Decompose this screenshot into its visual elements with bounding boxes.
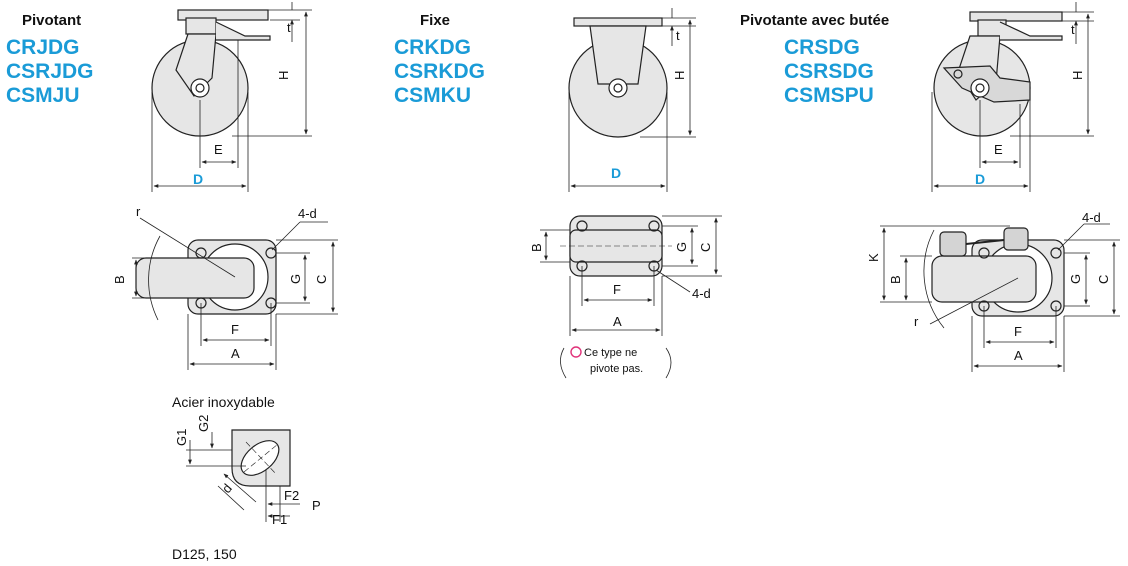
brake-dim-D: D [975,171,985,187]
swivel-code-2: CSRJDG [6,60,94,83]
brake-dim-F: F [1014,324,1022,339]
stainless-dim-P: P [312,498,321,513]
swivel-dim-A: A [231,346,240,361]
swivel-plan-view [132,217,338,370]
fixed-dim-D: D [611,165,621,181]
brake-side-view [931,2,1094,192]
swivel-code-3: CSMJU [6,84,80,107]
fixed-dim-4d: 4-d [692,286,711,301]
fixed-dim-H: H [672,71,687,80]
brake-dim-C: C [1096,275,1111,284]
brake-code-2: CSRSDG [784,60,874,83]
brake-plan-view [880,223,1120,372]
fixed-dim-A: A [613,314,622,329]
brake-dim-E: E [994,142,1003,157]
swivel-title: Pivotant [22,12,82,29]
swivel-side-view [151,2,312,192]
brake-dim-4d: 4-d [1082,210,1101,225]
fixed-dim-B: B [529,243,544,252]
fixed-plan-view [540,215,722,379]
swivel-dim-H: H [276,71,291,80]
brake-title: Pivotante avec butée [740,12,890,29]
fixed-note-line1: Ce type ne [584,347,637,359]
swivel-dim-r: r [136,204,141,219]
brake-dim-A: A [1014,348,1023,363]
fixed-note-line2: pivote pas. [590,363,643,375]
stainless-label: Acier inoxydable [172,394,275,410]
swivel-dim-G: G [288,274,303,284]
brake-dim-B: B [888,275,903,284]
fixed-code-1: CRKDG [394,36,471,59]
swivel-dim-t: t [287,20,291,35]
fixed-dim-F: F [613,282,621,297]
swivel-dim-B: B [112,275,127,284]
swivel-dim-C: C [314,275,329,284]
stainless-dim-d: d [219,481,235,496]
stainless-dim-F1: F1 [272,512,287,527]
brake-code-3: CSMSPU [784,84,874,107]
swivel-dim-E: E [214,142,223,157]
stainless-detail-view [186,429,300,522]
brake-dim-H: H [1070,71,1085,80]
brake-code-1: CRSDG [784,36,860,59]
swivel-dim-D: D [193,171,203,187]
swivel-dim-F: F [231,322,239,337]
stainless-dim-F2: F2 [284,488,299,503]
note-icon [570,346,582,358]
brake-dim-r: r [914,314,919,329]
brake-dim-t: t [1071,22,1075,37]
size-note: D125, 150 [172,546,237,562]
fixed-dim-G: G [674,242,689,252]
fixed-dim-C: C [698,243,713,252]
fixed-code-2: CSRKDG [394,60,486,83]
fixed-dim-t: t [676,28,680,43]
fixed-side-view [568,8,696,192]
swivel-code-1: CRJDG [6,36,80,59]
swivel-dim-4d: 4-d [298,206,317,221]
brake-dim-G: G [1068,274,1083,284]
stainless-dim-G2: G2 [196,415,211,432]
fixed-title: Fixe [420,12,451,29]
brake-dim-K: K [866,253,881,262]
stainless-dim-G1: G1 [174,429,189,446]
fixed-code-3: CSMKU [394,84,471,107]
